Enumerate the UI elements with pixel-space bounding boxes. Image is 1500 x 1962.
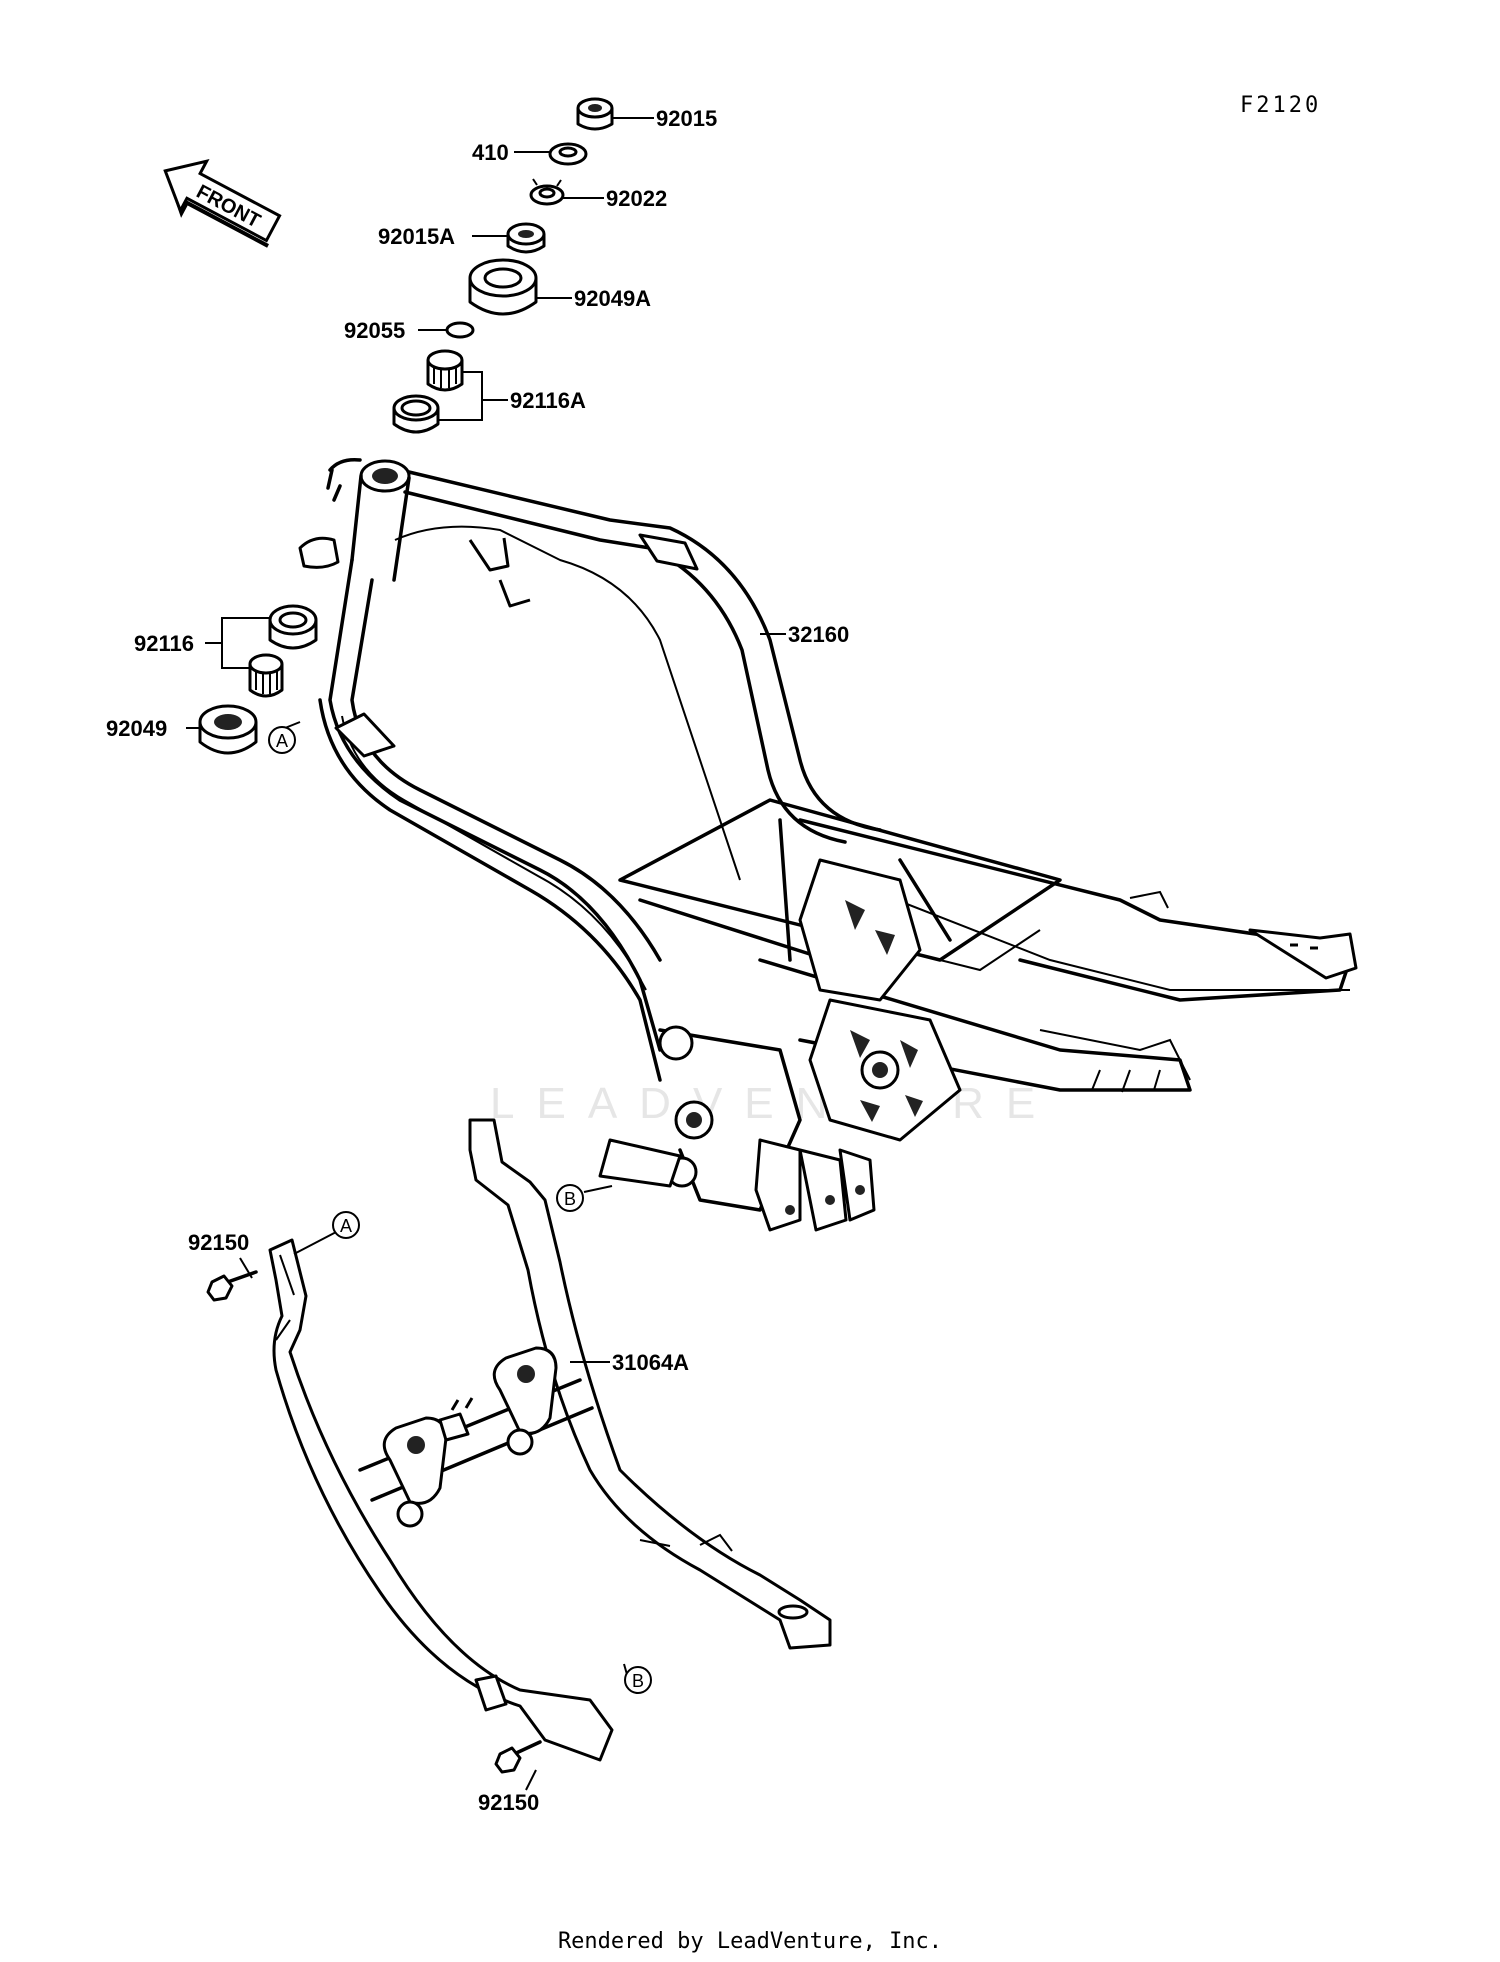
- lockwasher-92022-icon: [529, 178, 565, 206]
- part-label: 92015: [656, 106, 717, 131]
- svg-text:A: A: [340, 1216, 352, 1236]
- svg-text:B: B: [564, 1189, 576, 1209]
- steering-bearing-stack: [392, 97, 614, 434]
- part-label: 31064A: [612, 1350, 689, 1375]
- svg-text:B: B: [632, 1671, 644, 1691]
- oring-92055-icon: [445, 321, 475, 339]
- race-92116a-icon: [392, 394, 440, 434]
- main-frame-32160: [298, 457, 1358, 1232]
- callout-marker-a-lower: A: [332, 1211, 360, 1239]
- nut-92015-icon: [576, 97, 614, 131]
- callout-marker-a-upper: A: [268, 726, 296, 754]
- diagram-code: F2120: [1240, 93, 1321, 118]
- front-arrow-icon: FRONT: [163, 158, 282, 248]
- bolt-92150-upper-icon: [206, 1270, 258, 1302]
- part-label: 92049A: [574, 286, 651, 311]
- part-label: 92116: [134, 631, 194, 656]
- part-label: 92015A: [378, 224, 455, 249]
- bolt-92150-lower-icon: [494, 1740, 542, 1774]
- down-tube-31064a: [268, 1118, 832, 1762]
- part-label: 32160: [788, 622, 849, 647]
- part-labels: 92015 410 92022 92015A 92049A 92055 9211…: [106, 106, 849, 1815]
- part-label: 92049: [106, 716, 167, 741]
- callout-marker-b-upper: B: [556, 1184, 584, 1212]
- seal-92049a-icon: [468, 258, 538, 316]
- callout-marker-b-lower: B: [624, 1666, 652, 1694]
- nut-92015a-icon: [506, 222, 546, 254]
- seal-92049-icon: [198, 704, 258, 755]
- bearing-92116-cone-icon: [248, 653, 284, 698]
- watermark: LEADVENTURE: [490, 1079, 1057, 1128]
- part-label: 92150: [478, 1790, 539, 1815]
- footer-credit: Rendered by LeadVenture, Inc.: [558, 1929, 942, 1954]
- washer-410-icon: [548, 142, 588, 166]
- part-label: 92150: [188, 1230, 249, 1255]
- part-label: 410: [472, 140, 509, 165]
- part-label: 92055: [344, 318, 405, 343]
- svg-text:A: A: [276, 731, 288, 751]
- bearing-92116-race-icon: [268, 604, 318, 650]
- part-label: 92116A: [510, 388, 586, 413]
- bearing-92116a-icon: [426, 349, 464, 392]
- part-label: 92022: [606, 186, 667, 211]
